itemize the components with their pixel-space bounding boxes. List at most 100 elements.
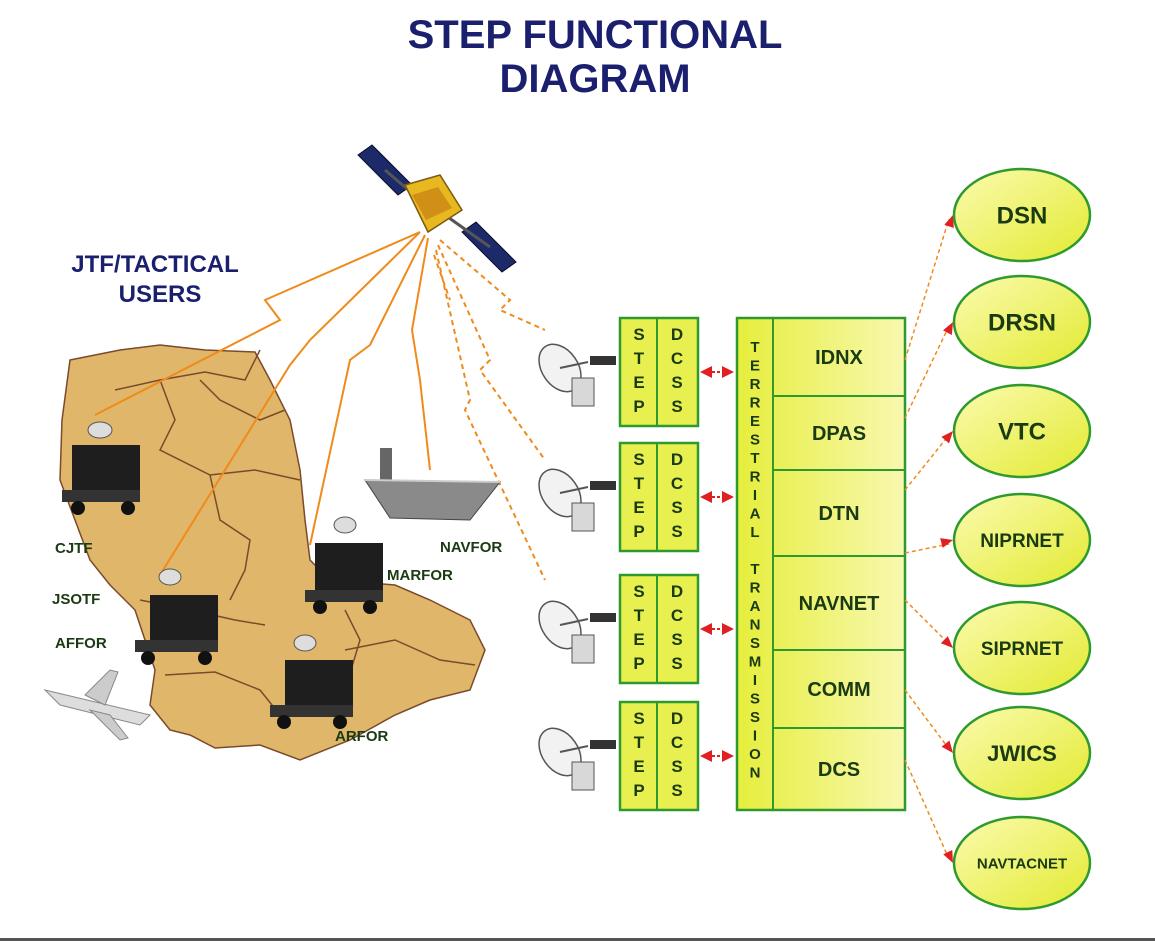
step-letter: P (633, 522, 644, 541)
network-label-niprnet: NIPRNET (980, 531, 1064, 552)
network-link-navtacnet (904, 759, 953, 863)
step-letter: S (633, 582, 644, 601)
step-letter: E (633, 498, 644, 517)
service-dtn: DTN (818, 503, 859, 525)
network-label-navtacnet: NAVTACNET (977, 855, 1067, 872)
force-label-arfor: ARFOR (335, 728, 388, 745)
network-node-navtacnet (952, 815, 1092, 911)
dcss-letter: S (671, 654, 682, 673)
network-label-drsn: DRSN (988, 310, 1056, 337)
map-border-line (199, 379, 286, 421)
terrestrial-letter: I (753, 672, 757, 689)
network-node-dsn (952, 167, 1092, 263)
dcss-letter: S (671, 498, 682, 517)
network-node-jwics (952, 705, 1092, 801)
dcss-letter: S (671, 522, 682, 541)
terrestrial-letter: S (750, 635, 760, 652)
satcom-link (94, 231, 421, 416)
bidirectional-arrow (700, 366, 734, 378)
step-uplink (433, 254, 451, 301)
terrestrial-letter: I (753, 487, 757, 504)
network-node-drsn (952, 274, 1092, 370)
network-link-jwics (904, 689, 953, 753)
terrestrial-letter: T (750, 561, 759, 578)
terrestrial-letter: O (749, 746, 761, 763)
dcss-letter: D (671, 325, 683, 344)
step-letter: T (634, 474, 645, 493)
tactical-vehicle-icon (62, 421, 140, 515)
network-label-vtc: VTC (998, 419, 1046, 446)
users-label-line-1: JTF/TACTICAL (71, 251, 239, 278)
terrestrial-letter: A (750, 506, 761, 523)
tactical-vehicle-icon (135, 568, 218, 665)
network-label-jwics: JWICS (987, 741, 1057, 766)
dcss-letter: C (671, 733, 683, 752)
terrestrial-letter: E (750, 413, 760, 430)
network-link-drsn (904, 322, 953, 419)
terrestrial-letter: A (750, 598, 761, 615)
step-letter: T (634, 349, 645, 368)
map-border-line (114, 349, 261, 391)
step-dcss-box (618, 700, 700, 812)
step-dcss-box (618, 573, 700, 685)
aircraft-carrier-icon (364, 448, 502, 521)
step-letter: E (633, 630, 644, 649)
terrestrial-letter: S (750, 432, 760, 449)
step-letter: T (634, 606, 645, 625)
network-label-siprnet: SIPRNET (981, 639, 1064, 660)
step-letter: S (633, 325, 644, 344)
dcss-letter: D (671, 582, 683, 601)
step-letter: P (633, 397, 644, 416)
step-letter: P (633, 781, 644, 800)
step-letter: S (633, 450, 644, 469)
step-dcss-box (618, 441, 700, 553)
force-label-navfor: NAVFOR (440, 539, 502, 556)
ground-satellite-dish-icon (538, 343, 616, 407)
step-letter: S (633, 709, 644, 728)
ground-satellite-dish-icon (538, 600, 616, 664)
page-title-line-1: STEP FUNCTIONAL (407, 13, 783, 57)
step-uplink (439, 239, 546, 331)
network-link-vtc (904, 431, 953, 491)
fighter-jet-icon (43, 669, 151, 741)
network-link-siprnet (904, 599, 953, 648)
terrestrial-letter: S (750, 691, 760, 708)
dcss-letter: D (671, 709, 683, 728)
dcss-letter: S (671, 373, 682, 392)
tactical-vehicle-icon (270, 634, 353, 729)
terrestrial-letter: T (750, 339, 759, 356)
network-label-dsn: DSN (997, 203, 1048, 230)
dcss-letter: C (671, 474, 683, 493)
bidirectional-arrow (700, 491, 734, 503)
map-border-line (158, 379, 301, 481)
terrestrial-letter: R (750, 580, 761, 597)
terrestrial-letter: I (753, 728, 757, 745)
satcom-link (410, 237, 431, 471)
dcss-letter: S (671, 781, 682, 800)
network-node-niprnet (952, 492, 1092, 588)
terrestrial-letter: S (750, 709, 760, 726)
ground-satellite-dish-icon (538, 468, 616, 532)
map-border-line (344, 639, 476, 666)
satellite-icon (357, 144, 517, 273)
bidirectional-arrow (700, 623, 734, 635)
satcom-link (159, 231, 421, 576)
force-label-jsotf: JSOTF (52, 591, 100, 608)
page-title-line-2: DIAGRAM (499, 57, 691, 101)
terrestrial-transmission-box (735, 316, 907, 812)
dcss-letter: D (671, 450, 683, 469)
terrestrial-letter: M (749, 654, 762, 671)
dcss-letter: C (671, 349, 683, 368)
dcss-letter: C (671, 606, 683, 625)
bottom-border (0, 938, 1155, 941)
dcss-letter: S (671, 757, 682, 776)
tactical-vehicle-icon (305, 516, 383, 614)
terrestrial-letter: R (750, 395, 761, 412)
service-comm: COMM (807, 679, 870, 701)
terrestrial-letter: R (750, 376, 761, 393)
step-uplink (435, 249, 546, 581)
force-label-marfor: MARFOR (387, 567, 453, 584)
theater-land-map (59, 344, 486, 761)
terrestrial-letter: T (750, 450, 759, 467)
